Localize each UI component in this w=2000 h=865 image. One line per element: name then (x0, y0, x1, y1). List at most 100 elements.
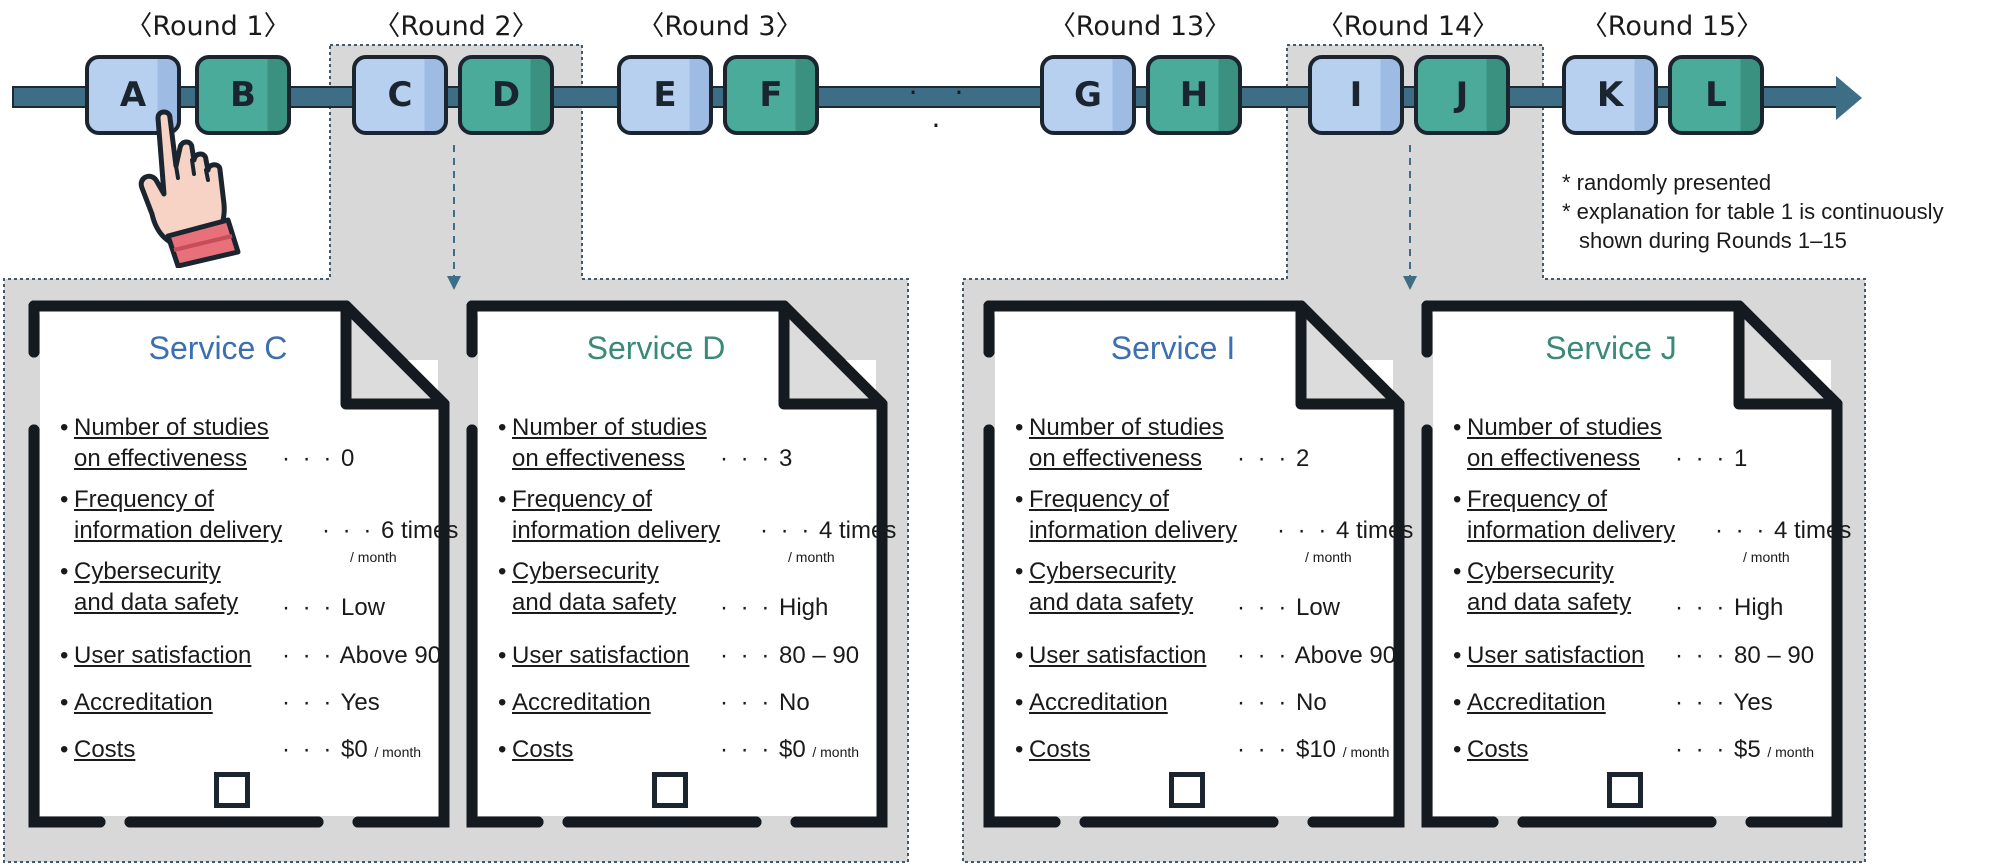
option-card-i[interactable]: I (1308, 55, 1404, 135)
attribute-value: · · · 4 times (1277, 517, 1414, 544)
attribute-label: Accreditation (1467, 689, 1606, 716)
bullet: • (60, 486, 69, 513)
attribute-value: · · · 4 times (760, 517, 897, 544)
bullet: • (1453, 558, 1462, 585)
select-checkbox[interactable] (1607, 772, 1643, 808)
bullet: • (1453, 486, 1462, 513)
bullet: • (60, 736, 69, 763)
attribute-value: · · · No (1237, 689, 1327, 716)
document-outline (1421, 300, 1843, 828)
bullet: • (1015, 558, 1024, 585)
option-card-l[interactable]: L (1668, 55, 1764, 135)
round-label: 〈Round 15〉 (1580, 11, 1764, 42)
option-card-a[interactable]: A (85, 55, 181, 135)
attribute-value: · · · 3 (720, 445, 793, 472)
bullet: • (498, 486, 507, 513)
bullet: • (1453, 414, 1462, 441)
option-card-b[interactable]: B (195, 55, 291, 135)
bullet: • (498, 642, 507, 669)
bullet: • (1453, 689, 1462, 716)
attribute-label: Accreditation (1029, 689, 1168, 716)
attribute-value: · · · 2 (1237, 445, 1310, 472)
bullet: • (1015, 414, 1024, 441)
round-label: 〈Round 1〉 (125, 11, 291, 42)
attribute-value: · · · Low (282, 594, 386, 621)
document-outline (983, 300, 1405, 828)
bullet: • (1453, 736, 1462, 763)
attribute-value: · · · 1 (1675, 445, 1748, 472)
round-label: 〈Round 2〉 (373, 11, 539, 42)
service-title: Service D (586, 330, 726, 366)
attribute-label: User satisfaction (1467, 642, 1645, 669)
attribute-value: · · · $5 / month (1675, 736, 1815, 763)
bullet: • (1015, 486, 1024, 513)
bullet: • (60, 689, 69, 716)
attribute-value: · · · $0 / month (282, 736, 422, 763)
option-card-k[interactable]: K (1562, 55, 1658, 135)
frequency-unit: / month (788, 549, 835, 565)
note-explanation: * explanation for table 1 is continuousl… (1562, 199, 1944, 224)
service-title: Service C (148, 330, 288, 366)
attribute-label: Accreditation (74, 689, 213, 716)
document-outline (28, 300, 450, 828)
attribute-label: Costs (1029, 736, 1091, 763)
bullet: • (498, 558, 507, 585)
attribute-value: · · · $10 / month (1237, 736, 1390, 763)
bullet: • (498, 736, 507, 763)
select-checkbox[interactable] (1169, 772, 1205, 808)
attribute-value: · · · $0 / month (720, 736, 860, 763)
bullet: • (498, 414, 507, 441)
frequency-unit: / month (350, 549, 397, 565)
attribute-label: User satisfaction (74, 642, 252, 669)
bullet: • (1015, 736, 1024, 763)
option-card-d[interactable]: D (458, 55, 554, 135)
frequency-unit: / month (1743, 549, 1790, 565)
attribute-value: · · · Above 90 (282, 642, 442, 669)
option-card-c[interactable]: C (352, 55, 448, 135)
note-explanation-cont: shown during Rounds 1–15 (1579, 228, 1847, 253)
round-label: 〈Round 13〉 (1048, 11, 1232, 42)
bullet: • (60, 414, 69, 441)
option-card-g[interactable]: G (1040, 55, 1136, 135)
attribute-label: Costs (74, 736, 136, 763)
attribute-value: · · · Yes (282, 689, 380, 716)
option-card-j[interactable]: J (1414, 55, 1510, 135)
service-title: Service I (1110, 330, 1236, 366)
bullet: • (1015, 642, 1024, 669)
attribute-value: · · · High (720, 594, 829, 621)
attribute-value: · · · Yes (1675, 689, 1773, 716)
select-checkbox[interactable] (214, 772, 250, 808)
timeline-arrow-head (1836, 76, 1862, 120)
option-card-e[interactable]: E (617, 55, 713, 135)
attribute-value: · · · No (720, 689, 810, 716)
attribute-label: Accreditation (512, 689, 651, 716)
attribute-value: · · · Low (1237, 594, 1341, 621)
attribute-value: · · · Above 90 (1237, 642, 1397, 669)
select-checkbox[interactable] (652, 772, 688, 808)
frequency-unit: / month (1305, 549, 1352, 565)
pointing-hand-icon (138, 109, 241, 268)
attribute-value: · · · 6 times (322, 517, 459, 544)
document-outline (466, 300, 888, 828)
option-card-f[interactable]: F (723, 55, 819, 135)
attribute-value: · · · 0 (282, 445, 355, 472)
service-title: Service J (1545, 330, 1677, 366)
option-card-h[interactable]: H (1146, 55, 1242, 135)
bullet: • (60, 558, 69, 585)
